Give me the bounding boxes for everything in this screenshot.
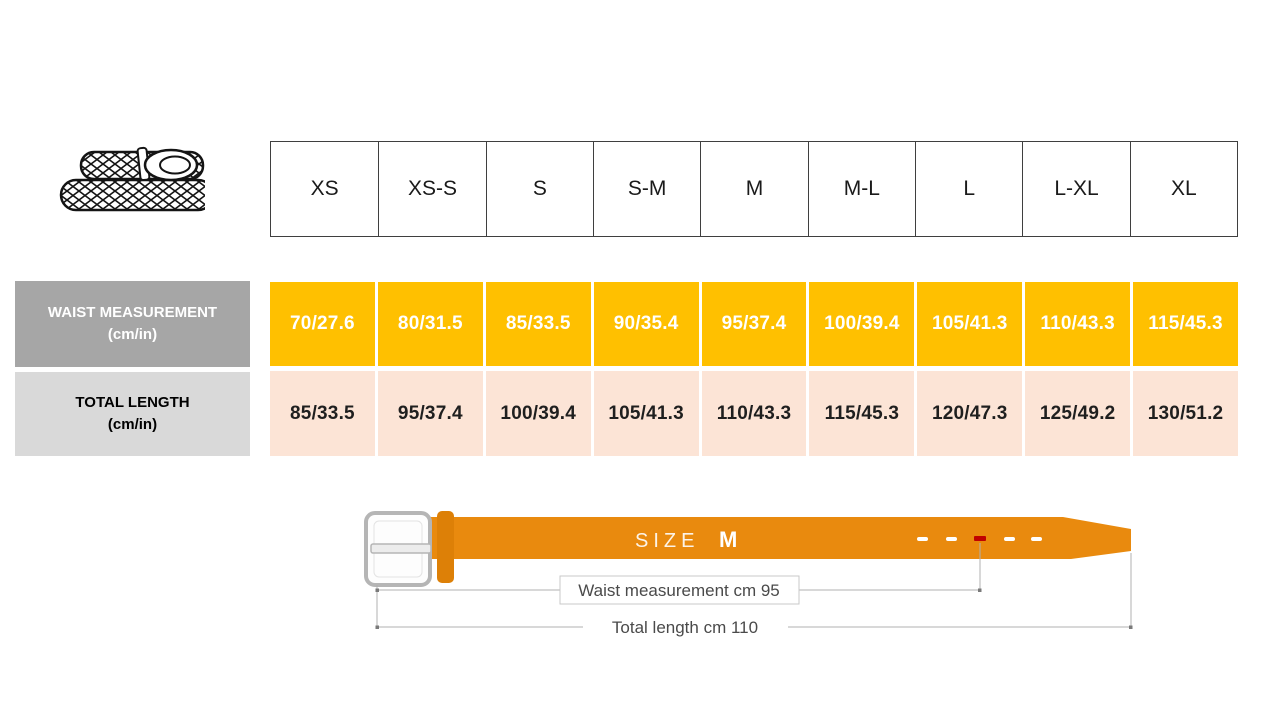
braided-belt-icon	[59, 146, 215, 212]
length-value-cell: 85/33.5	[270, 371, 375, 456]
size-label-cell: XS	[310, 177, 339, 200]
waist-value-cell: 90/35.4	[593, 282, 699, 366]
waist-value-cell: 115/45.3	[1133, 282, 1238, 366]
size-label-cell: S	[485, 142, 593, 236]
waist-row-header: WAIST MEASUREMENT (cm/in)	[15, 281, 250, 367]
length-value-cell: 110/43.3	[701, 371, 807, 456]
belt-holes	[917, 536, 1042, 541]
belt-buckle-icon	[364, 511, 432, 587]
size-label-cell: M	[700, 142, 807, 236]
dimension-lines	[376, 543, 1132, 628]
length-value-cell: 120/47.3	[917, 371, 1023, 456]
size-label-cell: S-M	[593, 142, 700, 236]
waist-value-cell: 105/41.3	[917, 282, 1023, 366]
belt-size-diagram: SIZE M Waist measurement cm 95 Total len…	[364, 511, 1133, 637]
belt-keeper	[437, 511, 454, 583]
length-value-cell: 130/51.2	[1133, 371, 1238, 456]
length-row-title: TOTAL LENGTH	[75, 394, 190, 412]
size-label-cell: XL	[1129, 142, 1237, 236]
size-label-cell: XS-S	[378, 142, 485, 236]
size-label-cell: L-XL	[1022, 142, 1129, 236]
size-label-cell: L	[915, 142, 1022, 236]
waist-value-cell: 95/37.4	[701, 282, 807, 366]
selected-hole-marker	[974, 536, 986, 541]
waist-annotation-box	[559, 575, 800, 605]
belt-buckle-inner	[159, 155, 191, 175]
size-word: SIZE	[635, 530, 699, 552]
size-label-cell: M-L	[807, 142, 915, 236]
belt-size-text: SIZE M	[635, 527, 737, 552]
waist-value-cell: 70/27.6	[270, 282, 375, 366]
waist-value-cell: 80/31.5	[377, 282, 483, 366]
belt-strap	[415, 517, 1131, 559]
length-value-cell: 95/37.4	[377, 371, 483, 456]
length-value-cell: 100/39.4	[485, 371, 591, 456]
length-annotation-label: Total length cm 110	[612, 618, 758, 637]
waist-row-unit: (cm/in)	[107, 326, 158, 343]
length-value-cell: 125/49.2	[1025, 371, 1131, 456]
length-row-unit: (cm/in)	[107, 416, 158, 433]
waist-row-title: WAIST MEASUREMENT	[47, 304, 218, 322]
length-annotation-mask	[588, 613, 784, 637]
waist-value-cell: 100/39.4	[809, 282, 915, 366]
waist-value-cell: 85/33.5	[485, 282, 591, 366]
length-value-cell: 105/41.3	[593, 371, 699, 456]
length-row-header: TOTAL LENGTH (cm/in)	[15, 372, 250, 456]
size-value: M	[719, 527, 737, 552]
braided-belt-illustration	[55, 146, 215, 226]
waist-value-cell: 110/43.3	[1025, 282, 1131, 366]
waist-annotation-label: Waist measurement cm 95	[578, 581, 780, 600]
dimension-endpoints	[375, 588, 1133, 629]
length-value-cell: 115/45.3	[809, 371, 915, 456]
buckle-prong	[370, 543, 432, 554]
belt-coil-bottom	[59, 178, 215, 212]
